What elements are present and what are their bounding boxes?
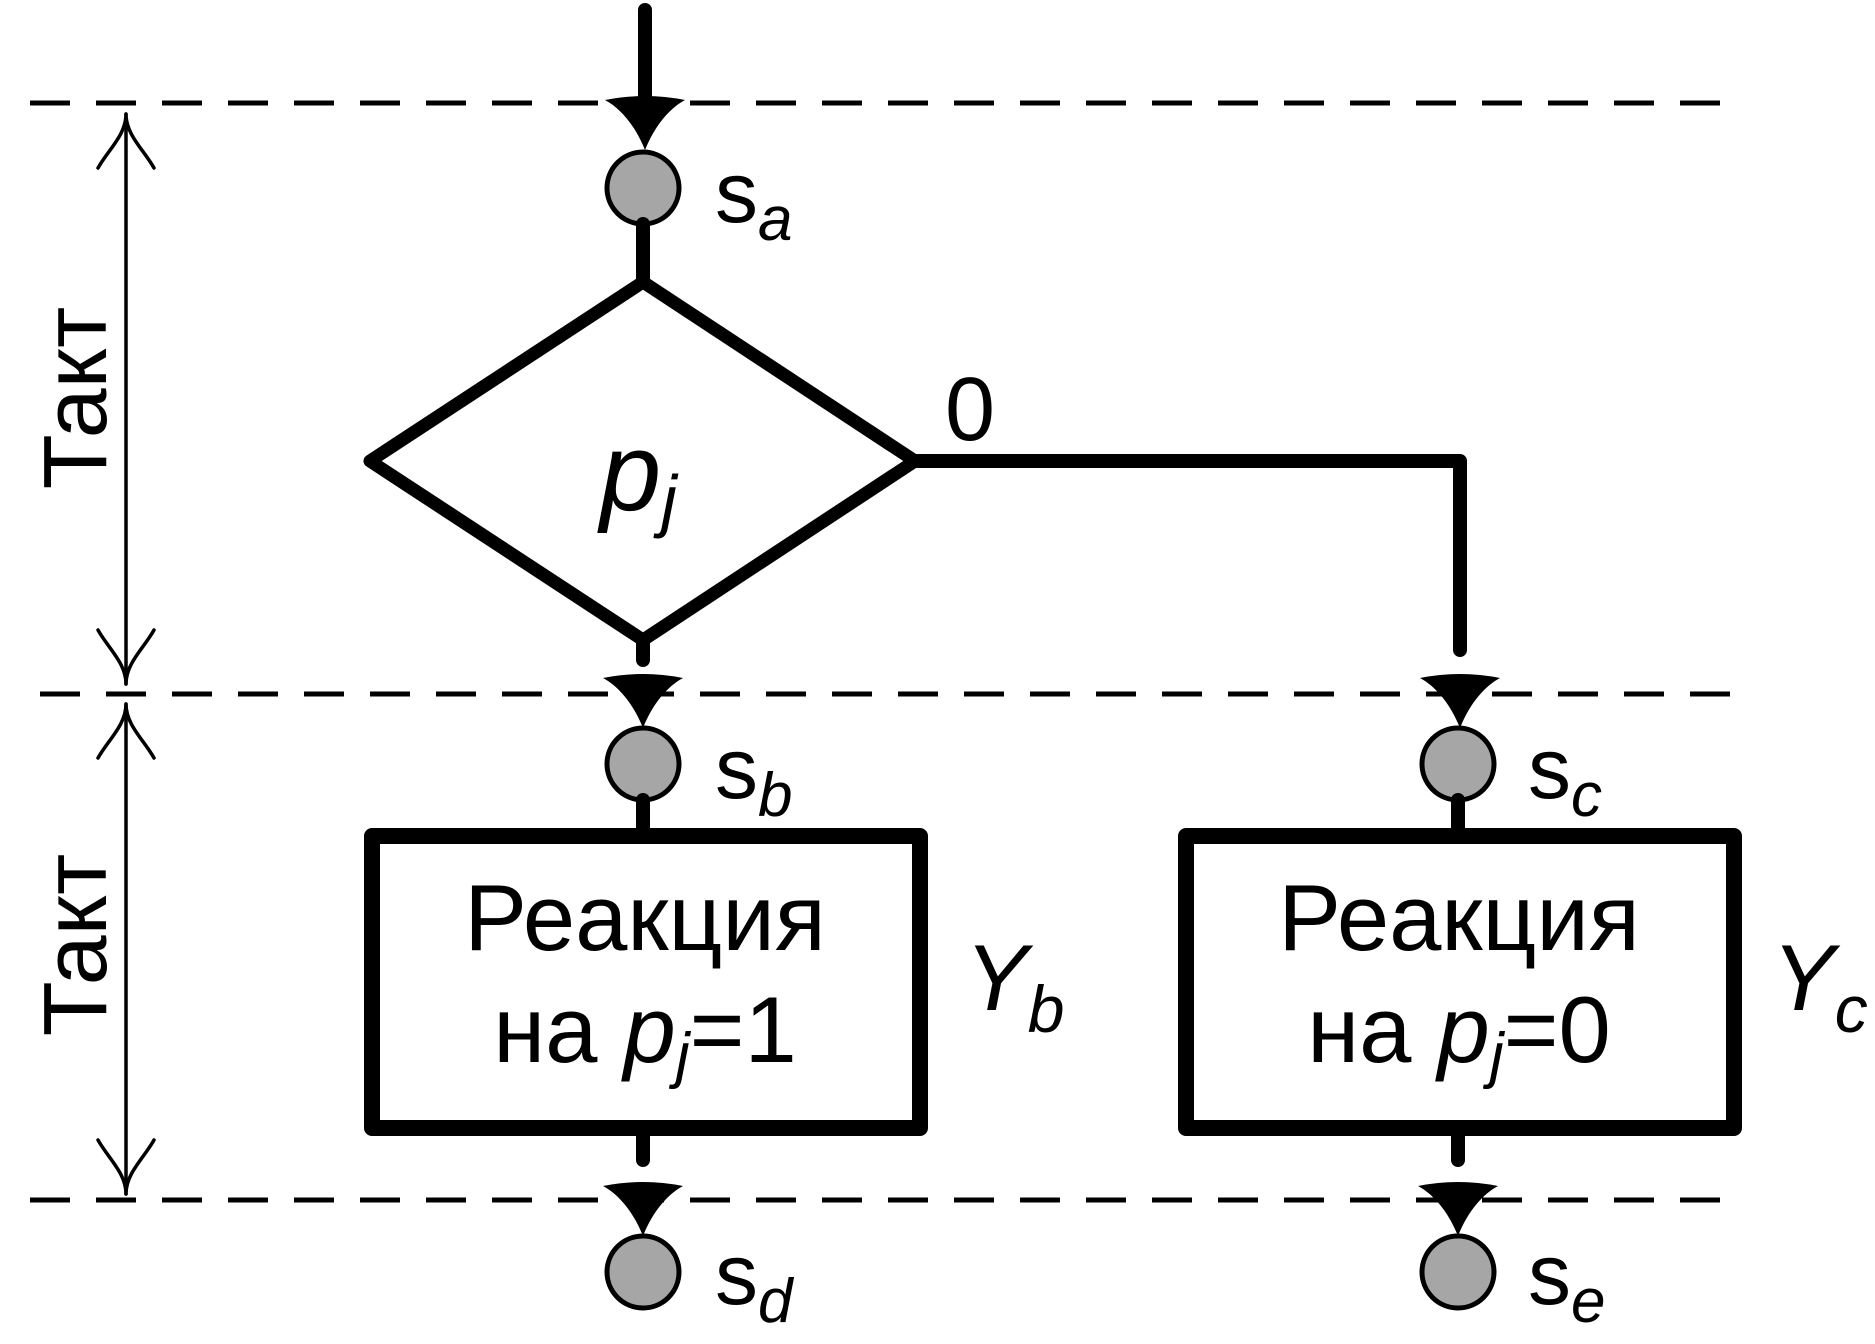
false-branch-label: 0 <box>945 360 995 460</box>
arrowhead-to-sc <box>1420 674 1500 728</box>
action-box-b-line1: Реакция <box>464 865 826 970</box>
period-label-top: Такт <box>26 307 126 490</box>
state-node-sb <box>604 725 682 803</box>
output-label-yb: Yb <box>965 925 1064 1046</box>
action-box-b <box>364 828 928 1136</box>
state-node-sd <box>604 1233 682 1311</box>
arrowhead-to-sd <box>603 1182 683 1236</box>
state-label-se: se <box>1528 1227 1605 1336</box>
action-box-c-line1: Реакция <box>1278 865 1640 970</box>
state-label-sb: sb <box>715 721 792 830</box>
flow-line-false-branch <box>908 454 1467 657</box>
state-label-sa: sa <box>715 145 792 254</box>
decision-condition: pj <box>597 411 679 539</box>
state-node-sc <box>1419 725 1497 803</box>
period-label-bottom: Такт <box>26 854 126 1037</box>
state-label-sc: sc <box>1528 721 1602 830</box>
period-dimension-bottom <box>96 702 156 1196</box>
action-box-c-line2: на pj=0 <box>1307 977 1611 1090</box>
entry-arrowhead <box>605 96 685 150</box>
action-box-b-line2: на pj=1 <box>493 977 797 1090</box>
state-node-se <box>1419 1233 1497 1311</box>
period-dimension-top <box>96 112 156 686</box>
arrowhead-to-se <box>1418 1182 1498 1236</box>
state-label-sd: sd <box>715 1227 795 1336</box>
state-node-sa <box>604 149 682 227</box>
output-label-yc: Yc <box>1772 925 1868 1046</box>
arrowhead-to-sb <box>603 674 683 728</box>
